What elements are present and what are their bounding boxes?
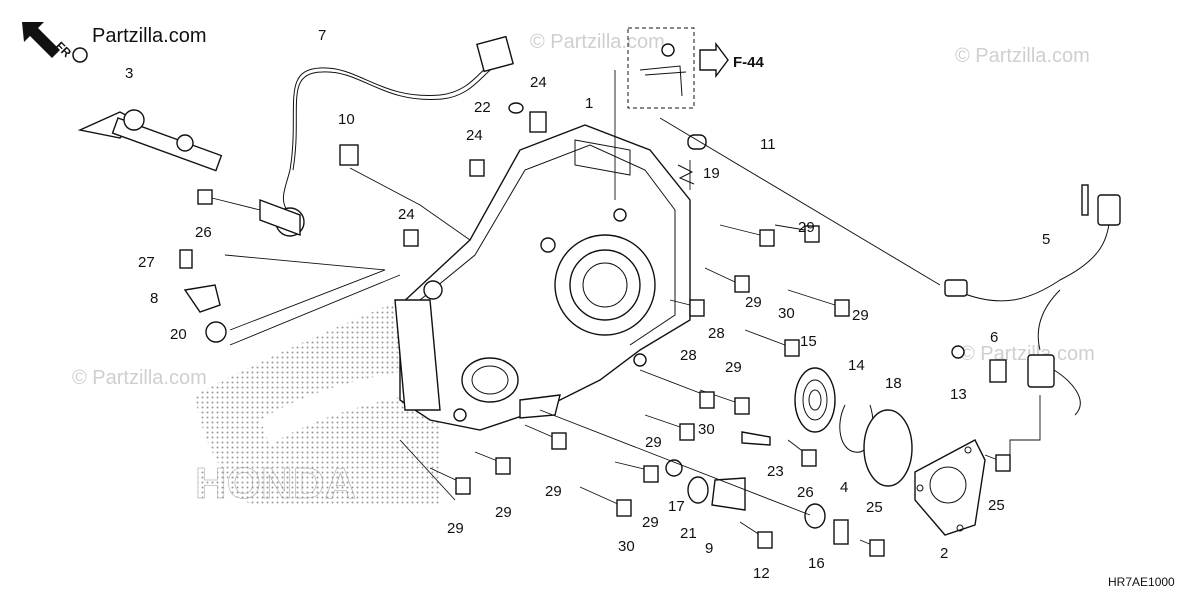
washer-13	[951, 345, 965, 359]
callout-1: 1	[585, 95, 593, 112]
callout-29d: 29	[725, 359, 742, 376]
spring-19	[677, 164, 695, 185]
callout-26b: 26	[797, 484, 814, 501]
callout-17: 17	[668, 498, 685, 515]
callout-7: 7	[318, 27, 326, 44]
callout-22: 22	[474, 99, 491, 116]
sensor-8	[183, 284, 221, 313]
watermark-left: © Partzilla.com	[72, 367, 207, 389]
o-ring-18	[863, 409, 913, 487]
callout-9: 9	[705, 540, 713, 557]
cap-11	[687, 134, 707, 150]
callout-18: 18	[885, 375, 902, 392]
callout-15: 15	[800, 333, 817, 350]
seal-16	[804, 503, 826, 529]
callout-29e: 29	[645, 434, 662, 451]
callout-6: 6	[990, 329, 998, 346]
leader-lines	[224, 70, 1041, 516]
gasket-plate	[914, 439, 986, 536]
callout-25b: 25	[988, 497, 1005, 514]
bearing	[794, 367, 836, 433]
callout-14: 14	[848, 357, 865, 374]
callout-29c: 29	[852, 307, 869, 324]
sensor-9	[711, 477, 746, 511]
collar-24a	[529, 111, 547, 133]
callout-29a: 29	[798, 219, 815, 236]
callout-24c: 24	[398, 206, 415, 223]
callout-4: 4	[840, 479, 848, 496]
collar-24b	[469, 159, 485, 177]
washer-22	[508, 102, 524, 114]
wire-harness-5	[944, 184, 1121, 416]
callout-29g: 29	[642, 514, 659, 531]
callout-13: 13	[950, 386, 967, 403]
reference-label: F-44	[733, 54, 765, 71]
callout-30a: 30	[778, 305, 795, 322]
callout-30b: 30	[698, 421, 715, 438]
callout-16: 16	[808, 555, 825, 572]
wire-harness-7	[259, 35, 514, 237]
arrow-right-icon	[699, 41, 729, 79]
diagram-code: HR7AE1000	[1108, 575, 1175, 589]
callout-29f: 29	[545, 483, 562, 500]
callout-26a: 26	[195, 224, 212, 241]
callout-20: 20	[170, 326, 187, 343]
callout-11: 11	[760, 136, 776, 153]
shift-shaft	[77, 109, 223, 172]
callout-28b: 28	[680, 347, 697, 364]
callout-23: 23	[767, 463, 784, 480]
callout-24b: 24	[466, 127, 483, 144]
front-marker: FR	[53, 39, 74, 60]
callout-19: 19	[703, 165, 720, 182]
callout-5: 5	[1042, 231, 1050, 248]
front-arrow-icon	[22, 22, 60, 58]
honda-wing-logo	[195, 290, 440, 505]
bolt-group	[197, 189, 1011, 557]
case-cover	[394, 124, 691, 431]
bracket-detail	[639, 43, 687, 97]
honda-logo-text: HONDA	[195, 459, 356, 508]
clip-23	[741, 431, 771, 446]
watermark-top-center: © Partzilla.com	[530, 31, 665, 53]
callout-8: 8	[150, 290, 158, 307]
callout-24a: 24	[530, 74, 547, 91]
watermark-top-right: © Partzilla.com	[955, 45, 1090, 67]
callout-29b: 29	[745, 294, 762, 311]
reference-dashed-box	[627, 27, 695, 109]
washer-20	[205, 321, 227, 343]
callout-2: 2	[940, 545, 948, 562]
callout-29i: 29	[447, 520, 464, 537]
callout-21: 21	[680, 525, 697, 542]
bolt-27	[179, 249, 193, 269]
callout-3: 3	[125, 65, 133, 82]
callout-25a: 25	[866, 499, 883, 516]
bolt-10	[339, 144, 359, 166]
collar-24c	[403, 229, 419, 247]
sensor-6	[989, 359, 1007, 383]
callout-29h: 29	[495, 504, 512, 521]
plate-4	[833, 519, 849, 545]
callout-27: 27	[138, 254, 155, 271]
callout-10: 10	[338, 111, 355, 128]
partzilla-brand-text: Partzilla.com	[92, 25, 206, 47]
callout-28a: 28	[708, 325, 725, 342]
callout-30c: 30	[618, 538, 635, 555]
callout-12: 12	[753, 565, 770, 582]
o-ring-21	[687, 476, 709, 504]
copyright-icon	[72, 47, 88, 63]
